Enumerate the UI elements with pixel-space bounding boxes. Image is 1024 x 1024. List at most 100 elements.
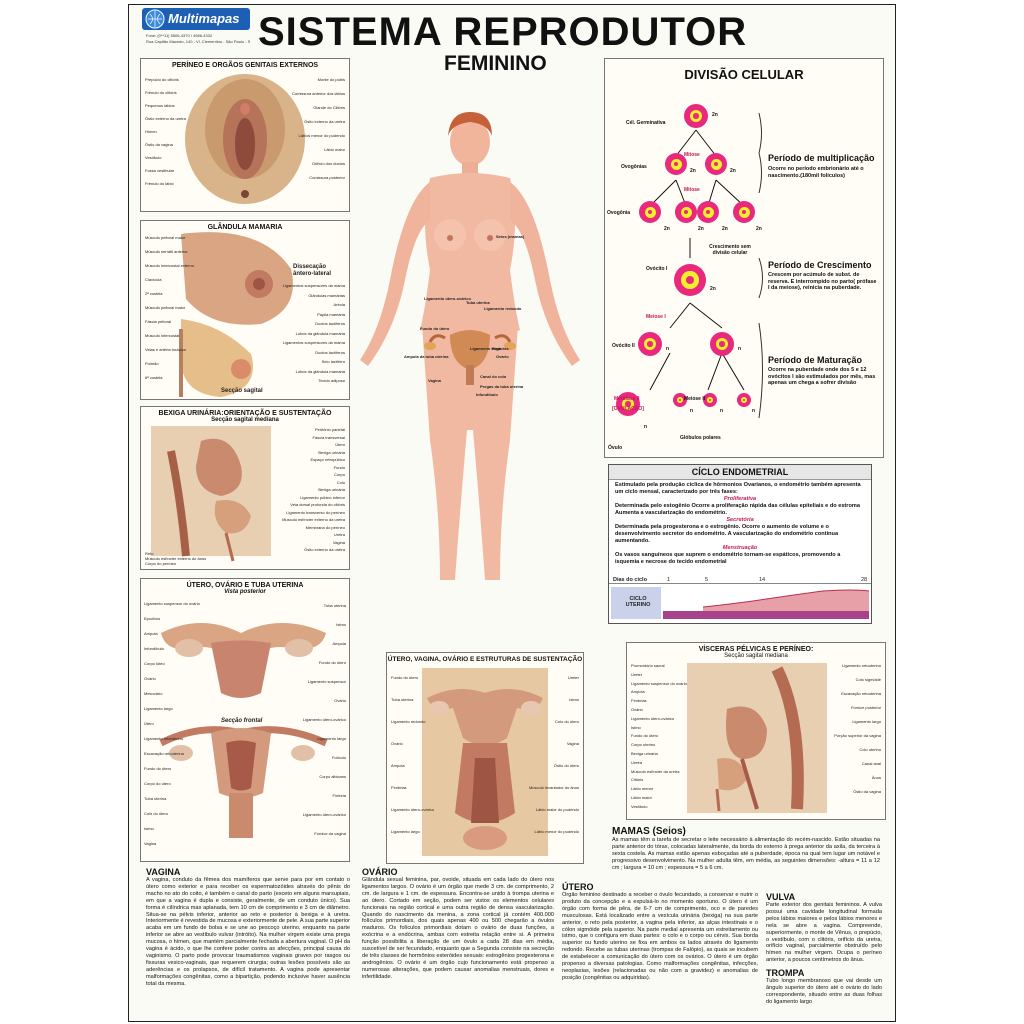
anatomy-label: Ligamento útero-ovárico [302,717,346,722]
anatomy-label: Corpo do períneo [145,561,177,566]
ploidy-n: n [738,346,742,352]
anatomy-label: Ductos lactíferos [315,321,345,326]
anatomy-label: Ovário [391,741,403,746]
mitose-label-2: Mitose [684,187,700,193]
anatomy-label: Vestíbulo [631,803,648,809]
cell-cytoplasm [707,397,713,403]
ciclo-days-divider [609,583,871,584]
visceras-illustration [687,663,827,813]
anatomy-label: Ovário [334,698,346,703]
mamaria-bottom-label: Secção sagital [221,388,263,394]
ploidy-2n: 2n [690,168,696,174]
ciclo-phase2: Secretória [726,517,754,523]
cell-cytoplasm [710,158,722,170]
anatomy-label: Fímbrias [631,698,647,704]
cell-nucleus [713,161,719,167]
anatomy-label: Fórnice posterior [850,705,881,710]
cell [616,392,640,416]
meiose-ii-label: Meiose II [684,396,706,402]
ciclo-phase3: Menstruação [722,545,758,551]
anatomy-label: Músculo peitoral maior [145,305,186,310]
anatomy-label: Óstio da vagina [145,142,173,147]
anatomy-label: Seio lactífero [321,359,345,364]
stage3-title: Período de Maturação [768,355,863,365]
anatomy-label: Fundo do útero [318,660,346,665]
anatomy-label: Bexiga urinária [318,487,345,492]
figure-label: Seios (mamas) [496,234,525,239]
cell-nucleus [683,209,689,215]
ploidy-2n: 2n [722,226,728,232]
divisao-title: DIVISÃO CELULAR [684,67,804,82]
anatomy-label: Istmo [631,724,641,730]
bexiga-illustration [151,426,271,562]
ploidy-2n: 2n [710,286,716,292]
divisao-lines [649,112,763,419]
anatomy-label: Folículo [331,755,346,760]
anatomy-label: Istmo [569,697,579,702]
anatomy-label: Músculo esfíncter externo da uretra [282,517,345,522]
figure-label: Tuba uterina [466,300,490,305]
panel-glandula-mamaria: GLÂNDULA MAMARIA Dissecação ântero-later… [140,220,350,400]
brand-logo: Multimapas Fone: (0**11) 5506-4370 / 498… [142,8,250,60]
anatomy-label: Corpo albicans [319,774,346,779]
anatomy-label: Mesovário [144,691,163,696]
cell [639,201,661,223]
ploidy-n: n [752,408,756,414]
utero-section2-label: Secção frontal [221,718,263,724]
cell [733,201,755,223]
anatomy-label: Colo sigmóide [855,677,881,682]
figure-label: Ligamento largo [470,346,502,351]
cell-cytoplasm [644,206,656,218]
anatomy-label: Colo [336,479,345,485]
anatomy-label: Corpo do útero [144,781,171,786]
anatomy-label: Vestíbulo [145,155,162,160]
anatomy-label: Membrana do períneo [305,524,345,530]
page-subtitle: FEMININO [444,52,547,75]
anatomy-label: Corpo uterino [631,742,656,748]
logo-brand: Multimapas [168,11,240,26]
cell-nucleus [705,209,711,215]
ciclo-intro: Estimulado pela produção cíclica de hôrm… [615,482,861,495]
stage2-title: Período de Crescimento [768,260,872,270]
anatomy-label: Ligamento largo [317,736,346,741]
anatomy-label: Reto [145,551,154,556]
panel-visceras: VÍSCERAS PÉLVICAS E PERÍNEO: Secção sagi… [626,642,886,820]
anatomy-label: Epoóforo [144,616,161,621]
cell-cytoplasm [670,158,682,170]
page-title: SISTEMA REPRODUTOR [258,10,748,54]
anatomy-label: Fáscia peitoral [145,319,172,324]
cell [673,393,687,407]
mamaria-note-2: ântero-lateral [293,271,332,277]
ciclo-uterino-label-box: CICLO UTERINO [611,587,661,619]
anatomy-label: Colo do útero [554,719,579,724]
anatomy-label: Pulmão [145,361,159,366]
perineo-illustration [185,74,305,204]
ciclo-endometrial-box: CÍCLO ENDOMETRIAL Estimulado pela produç… [608,464,872,624]
logo-contact-2: Rua Capitão Macedo, 140 - Vl. Clementino… [146,39,250,44]
anatomy-label: Glande do Clitóris [313,105,345,110]
cell-cytoplasm [738,206,750,218]
cell-cytoplasm [702,206,714,218]
ovocito-i-label: Ovócito I [646,266,668,272]
anatomy-label: Útero [144,721,154,726]
utero-illustration [159,623,328,838]
metafase-label: Metáfase II [614,396,640,402]
anatomy-label: Óstio externo da uretra [304,547,345,552]
anatomy-label: Fundo do útero [391,675,419,680]
anatomy-label: Tecido adiposo [318,378,345,383]
anatomy-label: Ligamento útero-ovárico [302,812,346,817]
panel-bexiga: BEXIGA URINÁRIA:ORIENTAÇÃO E SUSTENTAÇÃO… [140,406,350,570]
figure-label: Ligamento útero-ovárico [424,296,471,301]
mamas-title: MAMAS (Seios) [612,826,686,837]
figure-label: Ampola da tuba uterina [404,354,449,359]
anatomy-label: Lobos da glândula mamária [295,368,345,374]
anatomy-label: Músculo intercostal [145,333,180,338]
logo-badge: Multimapas [142,8,250,30]
anatomy-label: Fossa vestibular [145,168,175,173]
panel-perineo-title: PERÍNEO E ORGÃOS GENITAIS EXTERNOS [171,62,319,69]
anatomy-label: Ligamento transverso do períneo [286,509,345,515]
meiose-i-label: Meiose I [646,314,666,320]
anatomy-label: Porção superior da vagina [834,733,881,738]
ovulacao-label: [OVULAÇÃO] [612,406,644,412]
anatomy-label: Pequenos lábios [145,103,175,108]
